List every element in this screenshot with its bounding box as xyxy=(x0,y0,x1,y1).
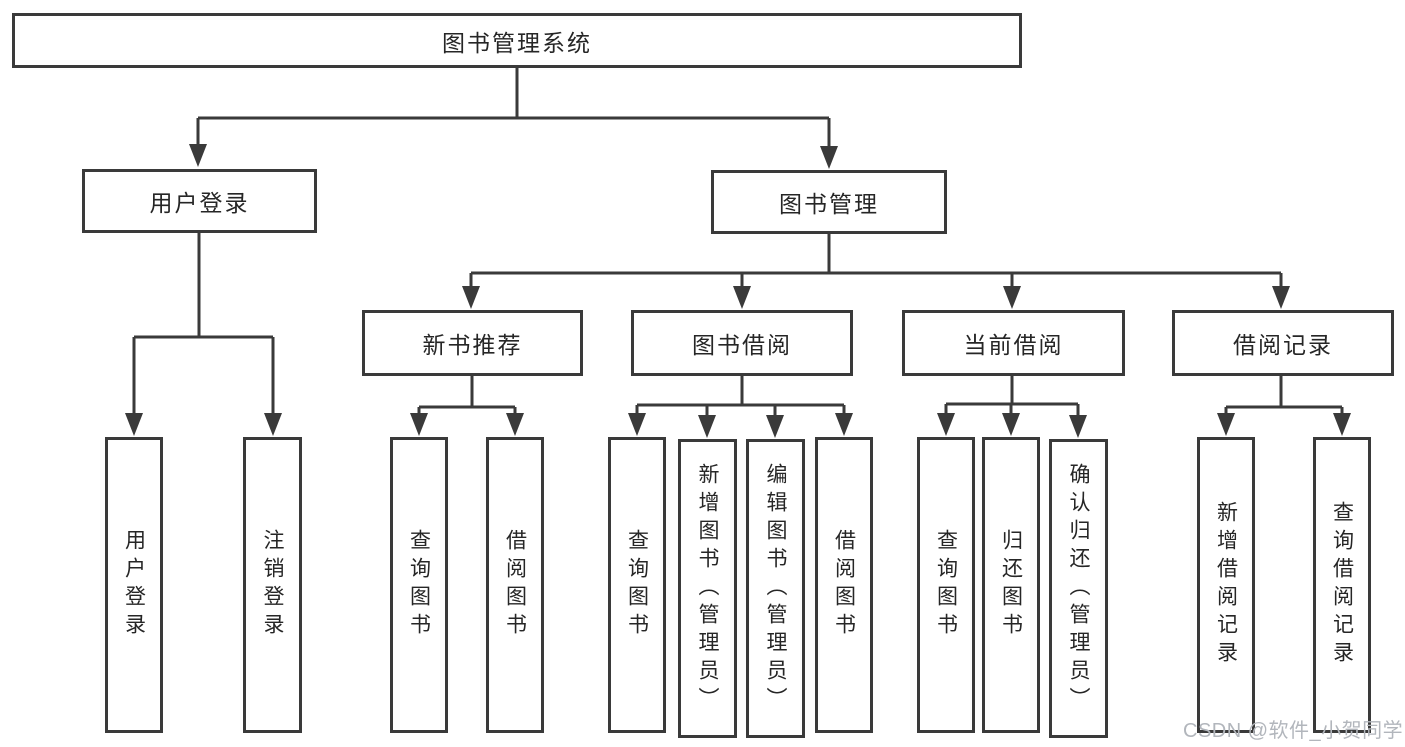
node-query-borrow-record-label: 查询借阅记录 xyxy=(1330,501,1354,669)
node-borrowing-query-books-label: 查询图书 xyxy=(625,529,649,641)
node-recommend-borrow-books-label: 借阅图书 xyxy=(503,529,527,641)
node-library-system-label: 图书管理系统 xyxy=(442,29,592,56)
node-return-books-label: 归还图书 xyxy=(999,529,1023,641)
node-user-login-leaf: 用户登录 xyxy=(105,437,163,733)
connector-lines xyxy=(132,68,1344,417)
node-add-book-admin-label: 新增图书（管理员） xyxy=(696,462,719,715)
node-library-system: 图书管理系统 xyxy=(12,13,1022,68)
csdn-watermark: CSDN @软件_小贺同学 xyxy=(1183,720,1404,742)
node-user-login-leaf-label: 用户登录 xyxy=(122,529,146,641)
node-book-borrowing: 图书借阅 xyxy=(631,310,853,376)
node-edit-book-admin-label: 编辑图书（管理员） xyxy=(764,462,787,715)
node-borrowing-borrow-books-label: 借阅图书 xyxy=(832,529,856,641)
node-user-login-label: 用户登录 xyxy=(149,190,250,216)
node-borrowing-query-books: 查询图书 xyxy=(608,437,666,733)
node-current-borrowing: 当前借阅 xyxy=(902,310,1125,376)
node-book-management: 图书管理 xyxy=(711,170,947,234)
node-logout-leaf: 注销登录 xyxy=(243,437,302,733)
node-add-book-admin: 新增图书（管理员） xyxy=(678,439,737,738)
node-add-borrow-record-label: 新增借阅记录 xyxy=(1214,501,1238,669)
node-new-book-recommendation: 新书推荐 xyxy=(362,310,583,376)
node-borrowing-records: 借阅记录 xyxy=(1172,310,1394,376)
node-confirm-return-admin: 确认归还（管理员） xyxy=(1049,439,1108,738)
node-edit-book-admin: 编辑图书（管理员） xyxy=(746,439,805,738)
node-new-book-recommendation-label: 新书推荐 xyxy=(422,332,523,358)
node-user-login: 用户登录 xyxy=(82,169,317,233)
node-confirm-return-admin-label: 确认归还（管理员） xyxy=(1067,462,1090,715)
node-borrowing-borrow-books: 借阅图书 xyxy=(815,437,873,733)
node-query-borrow-record: 查询借阅记录 xyxy=(1313,437,1371,733)
node-recommend-borrow-books: 借阅图书 xyxy=(486,437,544,733)
node-return-books: 归还图书 xyxy=(982,437,1040,733)
node-book-borrowing-label: 图书借阅 xyxy=(692,332,792,358)
node-add-borrow-record: 新增借阅记录 xyxy=(1197,437,1255,733)
node-current-borrowing-label: 当前借阅 xyxy=(963,332,1064,358)
node-current-query-books-label: 查询图书 xyxy=(934,529,958,641)
node-borrowing-records-label: 借阅记录 xyxy=(1233,332,1333,358)
node-recommend-query-books-label: 查询图书 xyxy=(407,529,431,641)
node-recommend-query-books: 查询图书 xyxy=(390,437,448,733)
node-logout-leaf-label: 注销登录 xyxy=(261,529,284,641)
node-book-management-label: 图书管理 xyxy=(779,191,879,217)
arrowheads xyxy=(125,144,1351,438)
node-current-query-books: 查询图书 xyxy=(917,437,975,733)
